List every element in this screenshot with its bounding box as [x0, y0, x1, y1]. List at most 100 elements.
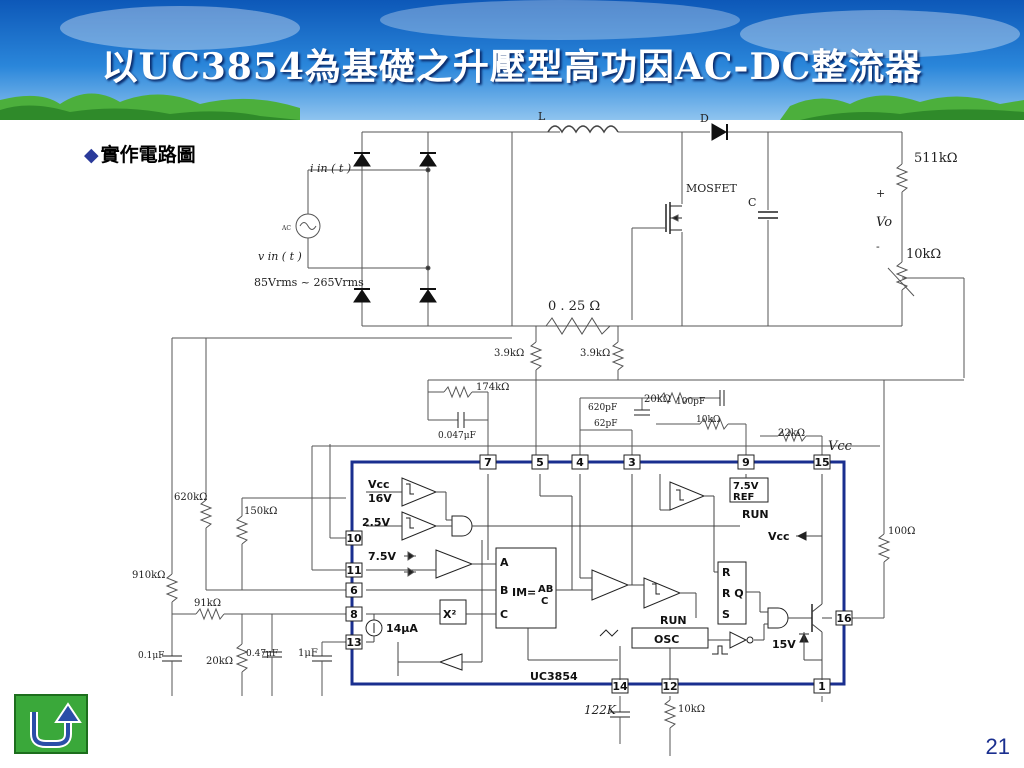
resistor-20k-a: [659, 391, 689, 405]
mult-im-label: IM=: [512, 586, 536, 599]
chip-pin-16: [835, 610, 853, 626]
square-label: X²: [443, 608, 456, 621]
vcc-label: Vcc: [828, 439, 853, 454]
r20k-a-label: 20kΩ: [644, 394, 671, 405]
chip-16v-label: 16V: [368, 492, 392, 505]
chip-name: UC3854: [530, 670, 578, 683]
chip-pin-label: 11: [346, 564, 361, 577]
inductor-label: L: [538, 110, 546, 123]
chip-pin-label: 8: [350, 608, 358, 621]
back-button[interactable]: [14, 694, 88, 754]
r3-9k-b-label: 3.9kΩ: [580, 348, 610, 359]
u-turn-arrow-icon: [30, 702, 82, 748]
current-source-label: 14μA: [386, 622, 418, 635]
vo-plus: +: [876, 187, 885, 200]
mosfet-symbol: [665, 202, 682, 234]
latch-s-label: S: [722, 608, 730, 621]
chip-pin-label: 3: [628, 456, 636, 469]
r100-label: 100Ω: [888, 526, 915, 537]
chip-pin-5: [531, 454, 549, 470]
ref-box-line2: REF: [733, 492, 754, 503]
diamond-bullet-icon: ◆: [84, 144, 99, 166]
mult-c-label: C: [500, 608, 508, 621]
vin-label: v in ( t ): [258, 250, 302, 263]
bridge-diode-4: [419, 288, 437, 303]
iin-label: i in ( t ): [310, 162, 351, 175]
mult-b-label: B: [500, 584, 508, 597]
diode-label: D: [700, 112, 709, 125]
c1u-label: 1μF: [298, 648, 318, 659]
mult-a-label: A: [500, 556, 509, 569]
r620k-label: 620kΩ: [174, 492, 207, 503]
c100p-label: 100pF: [676, 397, 705, 407]
resistor-620k: [199, 499, 213, 529]
resistor-511k: [895, 163, 909, 193]
output-and-gate-icon: [767, 607, 789, 629]
ac-sine-icon: [299, 222, 317, 230]
r150k-label: 150kΩ: [244, 506, 277, 517]
current-amp-icon: [591, 569, 630, 601]
input-range-label: 85Vrms ~ 265Vrms: [254, 276, 364, 289]
r10k-out-label: 10kΩ: [906, 247, 941, 262]
r910k-label: 910kΩ: [132, 570, 165, 581]
zener-15v-label: 15V: [772, 638, 796, 651]
resistor-3-9k-a: [529, 341, 543, 371]
mult-ab-label: AB: [538, 584, 553, 595]
left-pins: 10 11 6 8 13: [345, 530, 363, 650]
ref-block: [729, 477, 769, 503]
hysteresis-icons: [406, 483, 684, 595]
r511k-label: 511kΩ: [914, 151, 957, 166]
chip-pin-label: 16: [836, 612, 852, 625]
chip-pin-label: 4: [576, 456, 584, 469]
r10k-b-label: 10kΩ: [696, 415, 720, 425]
resistor-10k-pot: [895, 261, 909, 291]
chip-pin-label: 13: [346, 636, 361, 649]
r3-9k-a-label: 3.9kΩ: [494, 348, 524, 359]
chip-pin-label: 10: [346, 532, 362, 545]
r10k-c-label: 10kΩ: [678, 704, 705, 715]
chip-pin-15: [813, 454, 831, 470]
chip-pin-7: [479, 454, 497, 470]
r20k-b-label: 20kΩ: [206, 656, 233, 667]
chip-pin-label: 5: [536, 456, 544, 469]
chip-pin-label: 1: [818, 680, 826, 693]
enable-comparator-icon: [669, 481, 706, 511]
chip-pin-label: 14: [612, 680, 628, 693]
bottom-pins: 14 12 1: [611, 678, 831, 694]
chip-pin-11: [345, 562, 363, 578]
boost-diode: [711, 123, 728, 141]
run-label: RUN: [742, 508, 769, 521]
chip-pin-label: 9: [742, 456, 750, 469]
chip-pin-label: 15: [814, 456, 829, 469]
run-buffer-icon: [438, 653, 463, 671]
chip-pin-label: 6: [350, 584, 358, 597]
sense-resistor-label: 0 . 25 Ω: [548, 299, 600, 314]
chip-2-5v-label: 2.5V: [362, 516, 390, 529]
resistor-3-9k-b: [611, 341, 625, 371]
resistor-10k-c: [663, 699, 677, 729]
chip-pin-13: [345, 634, 363, 650]
ref-comparator-icon: [401, 511, 438, 541]
chip-pin-10: [345, 530, 363, 546]
bridge-diode-3: [353, 288, 371, 303]
chip-7-5v-label: 7.5V: [368, 550, 396, 563]
resistor-91k: [195, 607, 225, 621]
sense-resistor: [545, 317, 611, 335]
sawtooth-icon: [599, 629, 619, 637]
resistor-22k: [777, 429, 807, 443]
capacitor-label: C: [748, 196, 756, 209]
osc-buffer-icon: [729, 631, 748, 649]
resistor-10k-b: [699, 417, 729, 431]
resistor-150k: [235, 515, 249, 545]
chip-vcc-inner: Vcc: [768, 530, 790, 543]
chip-pin-8: [345, 606, 363, 622]
c0-1-label: 0.1μF: [138, 651, 164, 661]
chip-pin-label: 12: [662, 680, 677, 693]
vo-minus: -: [876, 240, 880, 253]
c122k-label: 122K: [584, 703, 617, 717]
latch-r-label: R: [722, 566, 731, 579]
latch-block: [717, 561, 747, 625]
